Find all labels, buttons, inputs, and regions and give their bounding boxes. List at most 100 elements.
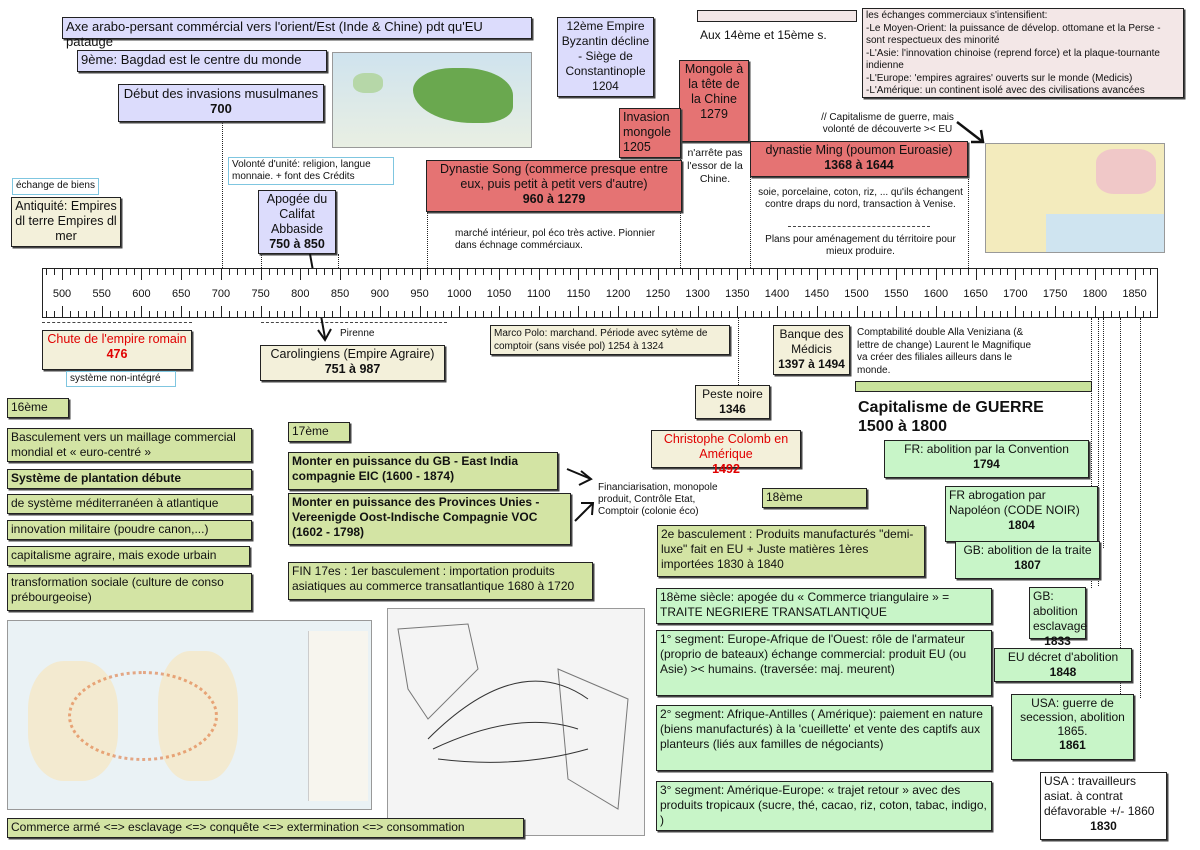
- song-note: marché intérieur, pol éco très active. P…: [455, 228, 656, 251]
- tick-mark: [1078, 311, 1080, 317]
- tick-label: 1550: [883, 288, 909, 300]
- tick-mark: [228, 269, 230, 275]
- tick-mark: [149, 311, 151, 317]
- tick-mark: [935, 269, 937, 280]
- tick-label: 1400: [764, 288, 790, 300]
- tick-mark: [745, 269, 747, 275]
- tick-mark: [1150, 311, 1152, 317]
- event-title: FR: abolition par la Convention: [904, 442, 1069, 456]
- event-years: 1397 à 1494: [778, 357, 845, 371]
- tick-mark: [268, 269, 270, 275]
- tick-mark: [777, 306, 779, 317]
- tick-label: 1300: [685, 288, 710, 300]
- tick-mark: [999, 311, 1001, 317]
- tick-mark: [856, 306, 858, 317]
- tick-mark: [737, 269, 739, 280]
- tick-label: 1350: [725, 288, 750, 300]
- tick-mark: [467, 311, 469, 317]
- tick-mark: [586, 311, 588, 317]
- tick-mark: [975, 306, 977, 317]
- segment-3-box: 3° segment: Amérique-Europe: « trajet re…: [656, 781, 992, 831]
- tick-mark: [491, 311, 493, 317]
- tick-mark: [673, 269, 675, 275]
- tick-mark: [570, 311, 572, 317]
- tick-mark: [570, 269, 572, 275]
- guide-line: [738, 318, 739, 385]
- event-title: Mongole à la tête de la Chine: [684, 62, 744, 106]
- tick-mark: [46, 311, 48, 317]
- tick-label: 1600: [923, 288, 949, 300]
- tick-mark: [69, 311, 71, 317]
- tick-mark: [244, 269, 246, 275]
- tick-mark: [1126, 311, 1128, 317]
- tick-mark: [745, 311, 747, 317]
- tick-label: 900: [370, 288, 389, 300]
- tick-mark: [491, 269, 493, 275]
- tick-mark: [340, 269, 342, 280]
- tick-mark: [475, 311, 477, 317]
- tick-mark: [363, 311, 365, 317]
- tick-mark: [1110, 311, 1112, 317]
- tick-mark: [189, 269, 191, 275]
- tick-mark: [721, 269, 723, 275]
- tick-mark: [93, 311, 95, 317]
- tick-mark: [1078, 269, 1080, 275]
- ming-note-2: Plans pour aménagement du térritoire pou…: [765, 234, 956, 257]
- tick-mark: [435, 311, 437, 317]
- echanges-box: les échanges commerciaux s'intensifient:…: [862, 8, 1184, 98]
- tick-mark: [816, 306, 818, 317]
- event-year: 476: [106, 347, 128, 361]
- tick-mark: [920, 311, 922, 317]
- tick-mark: [753, 269, 755, 275]
- tick-mark: [348, 269, 350, 275]
- tick-mark: [467, 269, 469, 275]
- tick-mark: [1118, 269, 1120, 275]
- tick-mark: [133, 311, 135, 317]
- tick-mark: [959, 311, 961, 317]
- tick-mark: [212, 269, 214, 275]
- tick-mark: [62, 306, 63, 317]
- event-years: 960 à 1279: [522, 192, 586, 206]
- tick-mark: [824, 269, 826, 275]
- ming-box: dynastie Ming (poumon Euroasie)1368 à 16…: [750, 141, 968, 177]
- tick-mark: [475, 269, 477, 275]
- tick-mark: [165, 311, 167, 317]
- tick-mark: [522, 269, 524, 275]
- tick-mark: [332, 311, 334, 317]
- tick-mark: [308, 311, 310, 317]
- tick-mark: [1086, 269, 1088, 275]
- tick-mark: [800, 269, 802, 275]
- guide-line: [261, 322, 447, 323]
- tick-mark: [975, 269, 977, 280]
- tick-mark: [578, 306, 580, 317]
- guide-line: [1120, 318, 1121, 718]
- tick-label: 650: [171, 288, 191, 300]
- event-years: 751 à 987: [324, 362, 381, 376]
- tick-mark: [379, 306, 381, 317]
- tick-label: 1100: [526, 288, 551, 300]
- tick-mark: [1039, 269, 1041, 275]
- tick-mark: [411, 269, 413, 275]
- tick-mark: [212, 311, 214, 317]
- tick-mark: [252, 311, 254, 317]
- tick-mark: [1063, 269, 1065, 275]
- triangulaire-box: 18ème siècle: apogée du « Commerce trian…: [656, 588, 992, 624]
- tick-mark: [62, 269, 63, 280]
- non-integre-note: système non-intégré: [66, 371, 176, 387]
- event-year: 1861: [1059, 738, 1086, 752]
- tick-mark: [316, 269, 318, 275]
- tick-mark: [1047, 269, 1049, 275]
- tick-label: 1850: [1122, 288, 1147, 300]
- segment-2-box: 2° segment: Afrique-Antilles ( Amérique)…: [656, 705, 992, 771]
- event-years: 750 à 850: [269, 237, 325, 251]
- guide-line: [222, 122, 223, 268]
- tick-mark: [395, 269, 397, 275]
- tick-mark: [920, 269, 922, 275]
- tick-mark: [761, 269, 763, 275]
